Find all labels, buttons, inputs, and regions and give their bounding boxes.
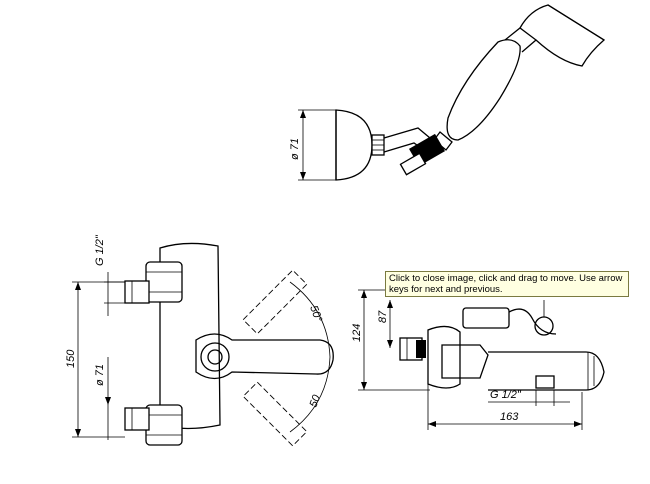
dim-height-total: 124: [351, 324, 363, 342]
mixer-side-view: [358, 289, 605, 430]
dim-inlet-thread-left: G 1/2": [94, 234, 106, 266]
image-viewer-tooltip[interactable]: Click to close image, click and drag to …: [385, 271, 629, 297]
dim-escutcheon-diameter: ø 71: [94, 364, 106, 386]
dim-outlet-thread: G 1/2": [490, 389, 522, 401]
dim-head-diameter: ø 71: [289, 138, 301, 160]
mixer-front-view: [72, 242, 334, 447]
hand-shower-drawing: [298, 4, 606, 181]
dim-lever-angle-top: 50°: [307, 304, 324, 324]
dim-spout-length: 163: [500, 411, 519, 423]
dim-lever-angle-bottom: 50: [308, 393, 324, 409]
dim-centre-distance: 150: [65, 349, 77, 368]
dim-height-to-axis: 87: [377, 310, 389, 323]
